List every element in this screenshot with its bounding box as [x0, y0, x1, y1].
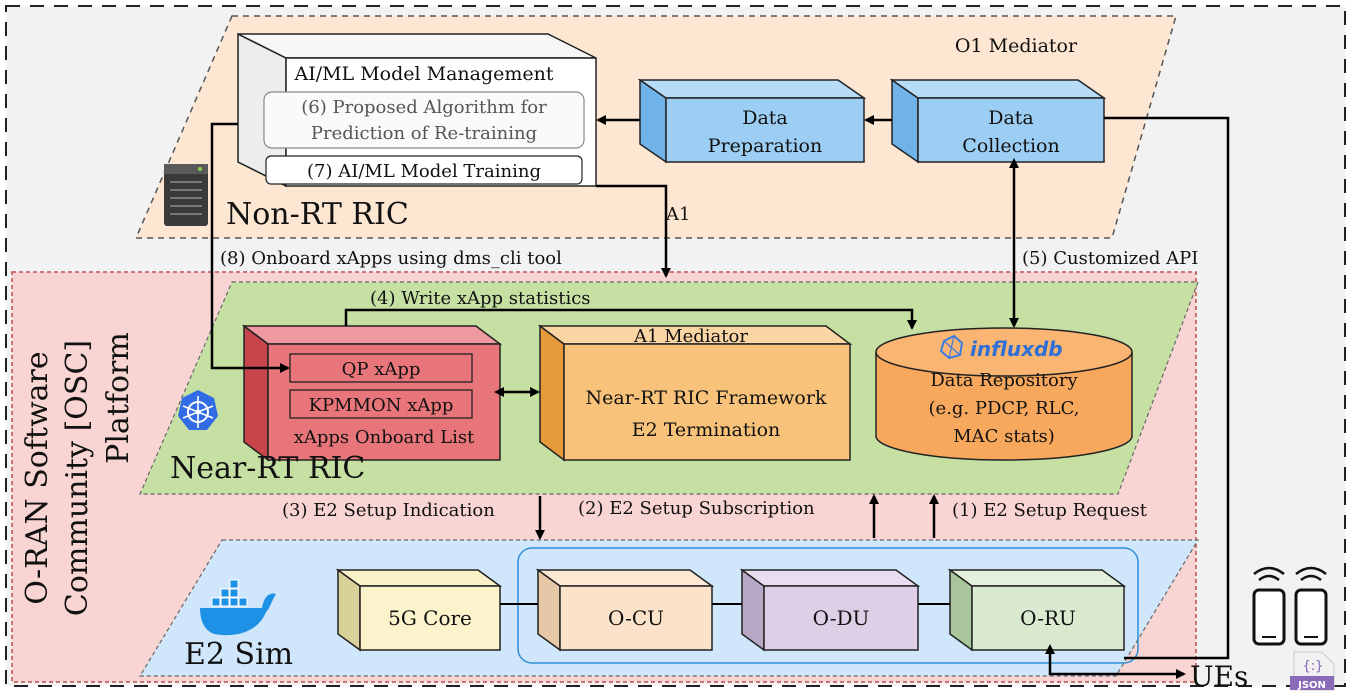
write-stats-label: (4) Write xApp statistics	[370, 288, 591, 309]
xapps-onboard-list-label: xApps Onboard List	[294, 427, 475, 448]
customized-api-label: (5) Customized API	[1022, 248, 1198, 269]
a1-mediator-label: A1 Mediator	[633, 326, 748, 347]
data-collection-box	[889, 78, 1107, 164]
training-box	[265, 155, 583, 185]
platform-label-line3: Platform	[101, 332, 136, 464]
5g-core-label: 5G Core	[388, 606, 472, 630]
near-rt-ric-framework-box	[537, 324, 853, 462]
repository-line1: Data Repository	[930, 370, 1078, 391]
server-icon	[164, 164, 208, 226]
phone-icon-1	[1252, 566, 1286, 646]
ru-ue-arrow	[1045, 644, 1186, 679]
data-repository-cylinder	[875, 327, 1133, 461]
ran-node-group	[517, 547, 1139, 664]
algorithm-line2: Prediction of Re-training	[311, 123, 537, 144]
phone-icon-2	[1294, 566, 1328, 646]
a1-label: A1	[665, 204, 690, 225]
data-preparation-line2: Preparation	[708, 135, 822, 157]
data-collection-line2: Collection	[962, 135, 1059, 157]
repository-line3: MAC stats)	[953, 426, 1055, 447]
o-cu-box	[535, 568, 715, 652]
non-rt-ric-title: Non-RT RIC	[226, 197, 409, 232]
training-label: (7) AI/ML Model Training	[307, 161, 541, 182]
data-collection-line1: Data	[988, 107, 1034, 129]
repository-line2: (e.g. PDCP, RLC,	[929, 398, 1080, 419]
data-preparation-line1: Data	[742, 107, 788, 129]
framework-line1: Near-RT RIC Framework	[586, 387, 827, 409]
platform-label-group2: Community [OSC]	[60, 340, 95, 616]
o-ru-box	[947, 568, 1127, 652]
json-file-icon	[1290, 651, 1335, 691]
platform-label-line1: O-RAN Software	[20, 351, 55, 604]
e2-indication-label: (3) E2 Setup Indication	[282, 500, 495, 521]
json-glyph: {:}	[1303, 659, 1324, 674]
a1-arrow	[596, 184, 671, 278]
ues-label: UEs	[1190, 660, 1248, 692]
o-du-box	[739, 568, 921, 652]
kubernetes-icon	[178, 390, 218, 430]
5g-core-box	[335, 568, 503, 652]
model-management-title: AI/ML Model Management	[293, 63, 553, 85]
platform-label-line2: Community [OSC]	[60, 340, 95, 616]
algorithm-box	[263, 91, 585, 149]
json-badge: JSON	[1297, 680, 1326, 691]
influxdb-logo-text: influxdb	[970, 337, 1063, 361]
kpmmon-xapp-box	[289, 389, 473, 419]
influxdb-icon	[939, 334, 964, 360]
near-rt-ric-title: Near-RT RIC	[170, 451, 365, 486]
docker-icon	[200, 579, 276, 636]
o-ru-label: O-RU	[1020, 606, 1076, 630]
algorithm-line1: (6) Proposed Algorithm for	[301, 97, 547, 118]
kpmmon-xapp-label: KPMMON xApp	[309, 395, 454, 416]
o-du-label: O-DU	[813, 606, 870, 630]
qp-xapp-label: QP xApp	[342, 359, 421, 380]
o1-mediator-label: O1 Mediator	[955, 35, 1078, 57]
onboard-xapps-arrow	[210, 122, 290, 373]
onboard-label: (8) Onboard xApps using dms_cli tool	[220, 248, 562, 269]
platform-label: O-RAN Software	[20, 351, 55, 604]
e2-subscription-label: (2) E2 Setup Subscription	[578, 498, 815, 519]
e2-request-label: (1) E2 Setup Request	[952, 500, 1148, 521]
qp-xapp-box	[289, 353, 473, 383]
write-stats-arrow	[344, 308, 917, 330]
o-cu-label: O-CU	[608, 606, 664, 630]
e2-sim-title: E2 Sim	[184, 637, 293, 672]
framework-line2: E2 Termination	[632, 419, 781, 441]
data-preparation-box	[637, 78, 867, 164]
platform-label-group3: Platform	[101, 332, 136, 464]
